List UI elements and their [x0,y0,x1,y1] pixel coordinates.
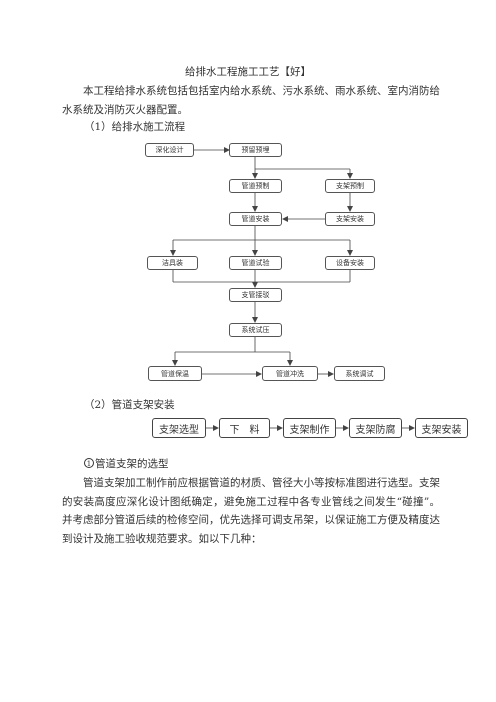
support-flow-step-selection: 支架选型 [152,418,206,438]
support-flow-step-anticorrosion: 支架防腐 [349,418,402,438]
flow-node-support-prefab: 支架预制 [325,179,375,193]
flow-node-deepen-design: 深化设计 [145,143,194,157]
flow-node-pipe-flush: 管道冲洗 [262,366,318,381]
flow-node-equipment-install: 设备安装 [325,256,375,270]
body-paragraph: 管道支架加工制作前应根据管道的材质、管径大小等按标准图进行选型。支架的安装高度应… [62,477,440,545]
flow-node-branch-connect: 支管接驳 [229,288,282,302]
flow-node-support-install: 支架安装 [325,212,375,226]
flow-node-system-debug: 系统调试 [334,366,385,381]
section-heading-support-install: （2）管道支架安装 [84,399,175,411]
support-flow-step-cutting: 下 料 [219,418,270,438]
section-heading-construction-flow: （1）给排水施工流程 [84,121,186,133]
flow-node-pipe-test: 管道试验 [229,256,282,270]
flow-node-pipe-prefab: 管道预制 [229,179,282,193]
intro-paragraph: 本工程给排水系统包括包括室内给水系统、污水系统、雨水系统、室内消防给水系统及消防… [62,85,440,116]
document-title: 给排水工程施工工艺【好】 [185,66,311,78]
circled-number-badge: 1 [84,458,94,468]
flow-node-fixture-install: 洁具装 [147,256,198,270]
support-flow-step-fabrication: 支架制作 [283,418,336,438]
flow-node-pipe-install: 管道安装 [229,212,282,226]
flow-node-system-pressure-test: 系统试压 [229,323,282,337]
support-flow-step-installation: 支架安装 [415,418,468,438]
flow-node-reserve-embed: 预留预埋 [229,143,282,157]
sub-heading-text: 管道支架的选型 [95,458,169,470]
flow-node-pipe-insulation: 管道保温 [148,366,202,381]
